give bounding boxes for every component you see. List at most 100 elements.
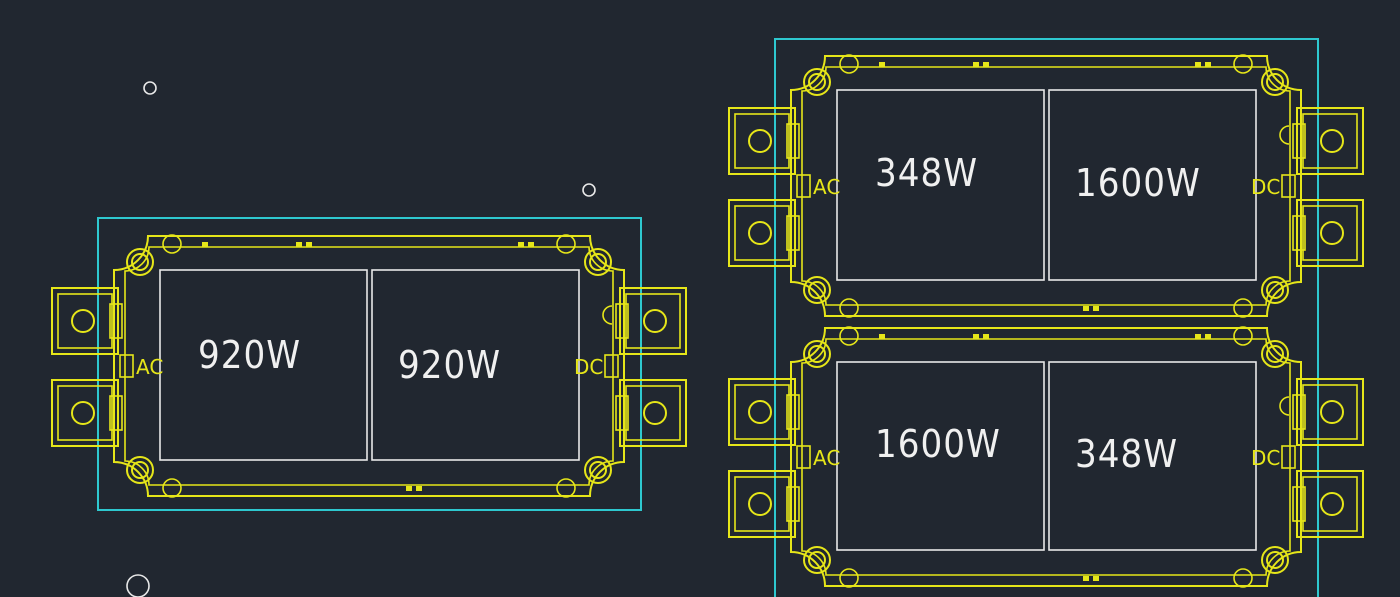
- mounting-hole-inner: [808, 73, 826, 91]
- terminal-tab: [786, 215, 800, 251]
- pad-dot: [983, 334, 989, 339]
- terminal-hole: [748, 129, 772, 153]
- pad-dot: [1083, 576, 1089, 581]
- module-inner-outline: [124, 246, 614, 486]
- module-body-outline: [113, 235, 625, 497]
- enclosure-boundary-right: [774, 38, 1319, 597]
- pin-circle: [162, 234, 182, 254]
- terminal-lug-inner: [734, 205, 790, 261]
- pin-circle: [839, 326, 859, 346]
- terminal-lug: [1296, 378, 1364, 446]
- cell-power-label: 348W: [875, 151, 978, 195]
- via-hole: [582, 183, 596, 197]
- terminal-lug: [728, 107, 796, 175]
- mounting-hole-inner: [1266, 281, 1284, 299]
- pad-dot: [1093, 306, 1099, 311]
- module-inner-outline: [801, 66, 1291, 306]
- terminal-label-left: AC: [136, 355, 163, 379]
- mounting-hole-outer: [803, 68, 831, 96]
- pad-dot: [1093, 576, 1099, 581]
- terminal-label-right: DC: [574, 355, 603, 379]
- terminal-lug-inner: [1302, 384, 1358, 440]
- pad-dot: [416, 486, 422, 491]
- cell-outline: [1048, 89, 1257, 281]
- terminal-lug: [1296, 470, 1364, 538]
- pad-dot: [879, 62, 885, 67]
- pin-circle: [839, 54, 859, 74]
- mounting-hole-outer: [126, 456, 154, 484]
- terminal-lug-inner: [734, 476, 790, 532]
- pin-circle: [1233, 54, 1253, 74]
- terminal-tab: [109, 303, 123, 339]
- pin-circle: [556, 478, 576, 498]
- cell-power-label: 920W: [198, 333, 301, 377]
- terminal-label-right: DC: [1251, 446, 1280, 470]
- terminal-hole: [748, 492, 772, 516]
- pin-circle: [556, 234, 576, 254]
- module-inner-outline: [801, 338, 1291, 576]
- mounting-hole-inner: [131, 253, 149, 271]
- pin-circle: [839, 298, 859, 318]
- terminal-tab: [615, 303, 629, 339]
- terminal-lug: [728, 378, 796, 446]
- pad-dot: [973, 334, 979, 339]
- terminal-lug-inner: [1302, 113, 1358, 169]
- terminal-hole: [1320, 221, 1344, 245]
- mounting-hole-outer: [803, 276, 831, 304]
- terminal-block: [796, 445, 811, 469]
- mounting-hole-outer: [584, 248, 612, 276]
- terminal-tab: [786, 123, 800, 159]
- terminal-lug-inner: [57, 385, 113, 441]
- terminal-label-right: DC: [1251, 175, 1280, 199]
- mounting-hole-inner: [131, 461, 149, 479]
- terminal-tab: [786, 486, 800, 522]
- terminal-lug: [1296, 107, 1364, 175]
- terminal-hole: [71, 401, 95, 425]
- pin-circle: [839, 568, 859, 588]
- pad-dot: [1083, 306, 1089, 311]
- terminal-tab: [1292, 486, 1306, 522]
- pad-dot: [879, 334, 885, 339]
- terminal-block: [1281, 174, 1296, 198]
- terminal-tab: [109, 395, 123, 431]
- pad-dot: [973, 62, 979, 67]
- mounting-hole-inner: [808, 551, 826, 569]
- pad-dot: [528, 242, 534, 247]
- terminal-tab: [1292, 394, 1306, 430]
- pin-circle: [162, 478, 182, 498]
- via-hole: [126, 574, 150, 597]
- terminal-hole: [748, 400, 772, 424]
- terminal-lug: [1296, 199, 1364, 267]
- terminal-hole: [1320, 129, 1344, 153]
- mounting-hole-outer: [1261, 68, 1289, 96]
- terminal-tab: [1292, 215, 1306, 251]
- terminal-lug: [51, 379, 119, 447]
- terminal-lug: [728, 199, 796, 267]
- terminal-hook: [1279, 396, 1290, 416]
- mounting-hole-inner: [1266, 345, 1284, 363]
- terminal-label-left: AC: [813, 175, 840, 199]
- terminal-lug-inner: [734, 113, 790, 169]
- pad-dot: [1195, 334, 1201, 339]
- module-body-outline: [790, 327, 1302, 587]
- terminal-label-left: AC: [813, 446, 840, 470]
- pad-dot: [1205, 334, 1211, 339]
- terminal-block: [119, 354, 134, 378]
- pad-dot: [202, 242, 208, 247]
- mounting-hole-outer: [126, 248, 154, 276]
- cell-power-label: 1600W: [875, 422, 1001, 466]
- pin-circle: [1233, 568, 1253, 588]
- terminal-lug: [619, 287, 687, 355]
- pad-dot: [518, 242, 524, 247]
- mounting-hole-inner: [589, 461, 607, 479]
- terminal-lug-inner: [1302, 476, 1358, 532]
- cell-power-label: 1600W: [1075, 161, 1201, 205]
- terminal-hole: [643, 401, 667, 425]
- terminal-lug-inner: [625, 293, 681, 349]
- mounting-hole-inner: [808, 281, 826, 299]
- enclosure-boundary-left: [97, 217, 642, 511]
- mounting-hole-outer: [584, 456, 612, 484]
- pad-dot: [296, 242, 302, 247]
